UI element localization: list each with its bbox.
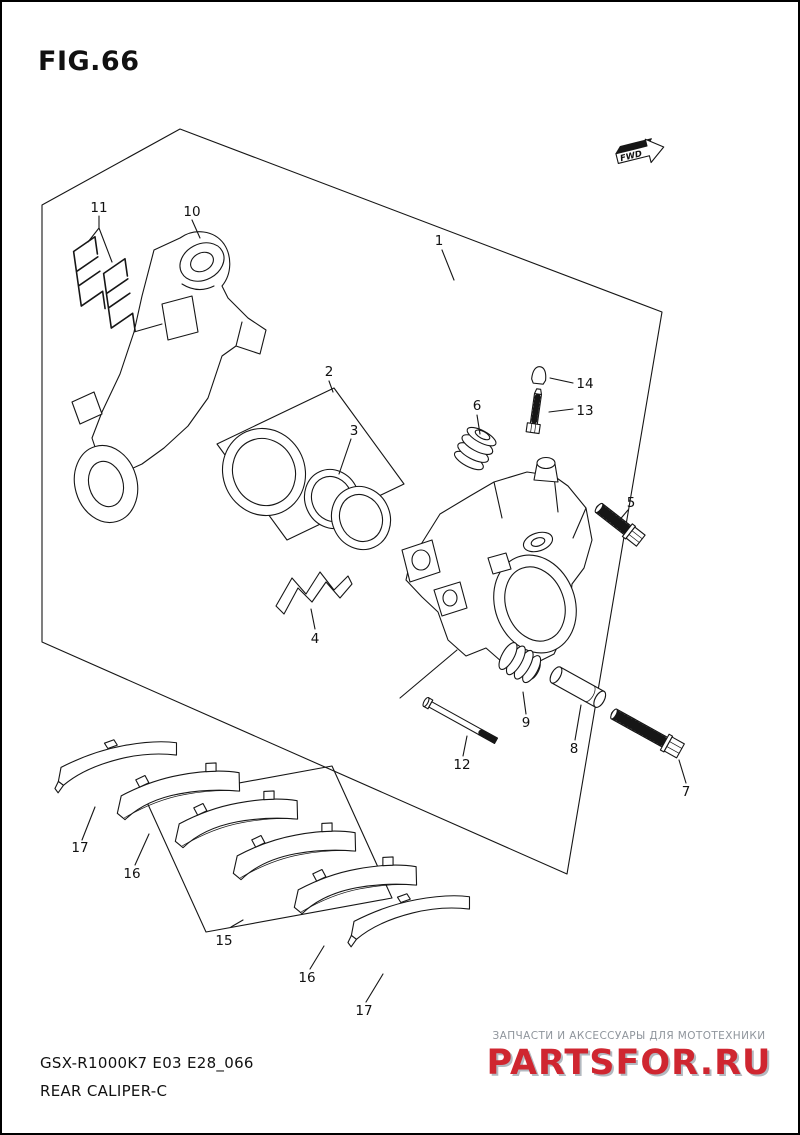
callout-6: 6 — [473, 398, 482, 414]
watermark-tagline: ЗАПЧАСТИ И АКСЕССУАРЫ ДЛЯ МОТОТЕХНИКИ — [492, 1030, 766, 1042]
figure-title: REAR CALIPER-C — [40, 1082, 168, 1100]
part-piston — [221, 427, 307, 517]
callout-17a: 17 — [71, 840, 88, 856]
callout-8: 8 — [570, 741, 579, 757]
part-bolt-5 — [594, 502, 646, 547]
part-caliper-body — [401, 456, 593, 667]
callout-4: 4 — [311, 631, 320, 647]
part-pad-pin — [422, 696, 498, 744]
callout-14: 14 — [576, 376, 593, 392]
callout-1: 1 — [435, 233, 444, 249]
callout-13: 13 — [576, 403, 593, 419]
callout-9: 9 — [522, 715, 531, 731]
figure-label: FIG.66 — [38, 46, 140, 77]
fwd-arrow-icon: FWD — [615, 138, 665, 164]
callout-5: 5 — [627, 495, 636, 511]
callout-16b: 16 — [298, 970, 315, 986]
callout-7: 7 — [682, 784, 691, 800]
watermark: ЗАПЧАСТИ И АКСЕССУАРЫ ДЛЯ МОТОТЕХНИКИ PA… — [464, 1030, 794, 1081]
callout-labels: 1 2 3 4 5 6 7 8 9 10 11 12 13 14 15 16 1… — [71, 200, 690, 1019]
callout-12: 12 — [453, 757, 470, 773]
part-slide-pin — [549, 666, 607, 708]
callout-11: 11 — [90, 200, 107, 216]
part-boot-6 — [453, 426, 497, 471]
model-code: GSX-R1000K7 E03 E28_066 — [40, 1054, 254, 1072]
leader-lines — [81, 215, 687, 1003]
part-pad-spring — [275, 571, 353, 615]
pad-set-box — [145, 765, 393, 933]
callout-2: 2 — [325, 364, 334, 380]
part-pads — [46, 724, 475, 948]
part-caliper-bracket — [71, 231, 267, 524]
part-pad-clips — [72, 235, 136, 332]
callout-17b: 17 — [355, 1003, 372, 1019]
part-bolt-7 — [610, 708, 685, 759]
callout-10: 10 — [183, 204, 200, 220]
part-bleeder-valve — [525, 388, 543, 435]
callout-15: 15 — [215, 933, 232, 949]
part-boot-9 — [498, 642, 542, 684]
callout-3: 3 — [350, 423, 359, 439]
diagram-boundary — [41, 128, 663, 875]
assembly-line — [399, 649, 458, 699]
watermark-brand: PARTSFOR.RU — [486, 1043, 772, 1083]
part-seal-set — [303, 468, 392, 551]
callout-16a: 16 — [123, 866, 140, 882]
part-bleeder-cap — [531, 366, 547, 385]
